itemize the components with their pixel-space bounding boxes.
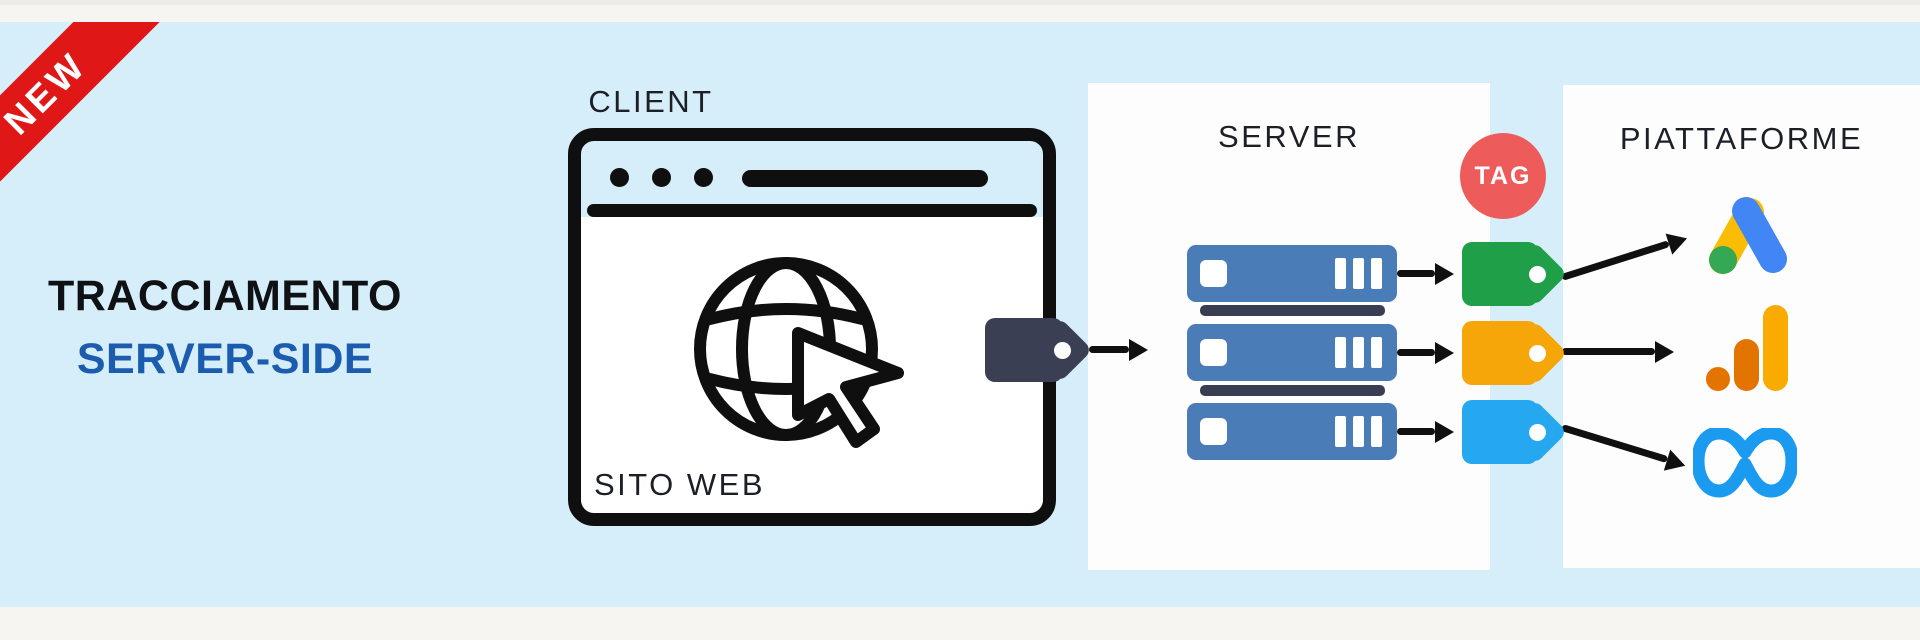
sito-web-label: SITO WEB bbox=[594, 467, 766, 502]
window-dot-icon bbox=[694, 168, 713, 187]
server-rack bbox=[1187, 403, 1397, 460]
flow-arrow-rack-tag bbox=[1397, 428, 1435, 435]
tag-circle-badge: TAG bbox=[1460, 133, 1546, 219]
flow-arrow-rack-tag bbox=[1397, 270, 1435, 277]
rack-separator bbox=[1200, 385, 1385, 396]
server-rack bbox=[1187, 324, 1397, 381]
new-ribbon-label: NEW bbox=[0, 43, 95, 143]
tag-icon-green bbox=[1462, 241, 1568, 307]
client-heading: CLIENT bbox=[588, 84, 714, 119]
title-line-2: SERVER-SIDE bbox=[76, 335, 374, 383]
tag-hole bbox=[1529, 344, 1546, 362]
rack-vent-icon bbox=[1371, 258, 1382, 289]
tag-circle-label: TAG bbox=[1474, 161, 1532, 190]
window-dot-icon bbox=[652, 168, 671, 187]
flow-arrow-client-server bbox=[1089, 346, 1129, 353]
server-heading: SERVER bbox=[1218, 119, 1360, 154]
server-panel: SERVER bbox=[1088, 83, 1490, 570]
browser-content: SITO WEB bbox=[581, 217, 1043, 513]
tag-hole bbox=[1054, 341, 1071, 359]
server-rack bbox=[1187, 245, 1397, 302]
rack-vent-icon bbox=[1335, 416, 1346, 447]
rack-vent-icon bbox=[1353, 416, 1364, 447]
google-analytics-icon bbox=[1705, 303, 1789, 398]
google-ads-icon bbox=[1701, 195, 1793, 282]
rack-vent-icon bbox=[1353, 258, 1364, 289]
tag-hole bbox=[1529, 265, 1546, 283]
diagram-stage: NEW TRACCIAMENTO SERVER-SIDE CLIENT bbox=[0, 22, 1920, 607]
flow-arrow-rack-tag bbox=[1397, 349, 1435, 356]
platforms-panel: PIATTAFORME bbox=[1563, 85, 1920, 568]
title-line-1: TRACCIAMENTO bbox=[48, 272, 402, 320]
rack-vent-icon bbox=[1371, 416, 1382, 447]
meta-icon bbox=[1691, 426, 1799, 503]
browser-topbar bbox=[581, 141, 1043, 204]
tag-icon-orange bbox=[1462, 320, 1568, 386]
page-title: TRACCIAMENTO SERVER-SIDE bbox=[18, 265, 432, 391]
tag-icon-blue bbox=[1462, 399, 1568, 465]
window-dot-icon bbox=[610, 168, 629, 187]
platforms-heading: PIATTAFORME bbox=[1619, 121, 1864, 156]
address-bar-icon bbox=[742, 170, 988, 187]
tag-icon-dark bbox=[985, 317, 1093, 383]
flow-arrow-tag-analytics bbox=[1562, 348, 1655, 355]
rack-led-icon bbox=[1200, 418, 1227, 445]
rack-vent-icon bbox=[1335, 337, 1346, 368]
rack-vent-icon bbox=[1371, 337, 1382, 368]
rack-led-icon bbox=[1200, 339, 1227, 366]
tag-hole bbox=[1529, 423, 1546, 441]
rack-vent-icon bbox=[1335, 258, 1346, 289]
browser-divider bbox=[587, 204, 1037, 217]
rack-vent-icon bbox=[1353, 337, 1364, 368]
rack-separator bbox=[1200, 305, 1385, 316]
globe-cursor-icon bbox=[686, 241, 936, 491]
top-divider bbox=[0, 0, 1920, 5]
browser-window: SITO WEB bbox=[568, 128, 1056, 526]
new-ribbon: NEW bbox=[0, 22, 184, 182]
rack-led-icon bbox=[1200, 260, 1227, 287]
